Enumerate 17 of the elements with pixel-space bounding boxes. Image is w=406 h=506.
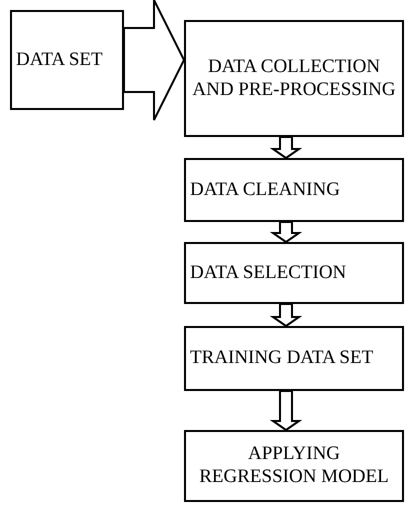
box-label: DATA SET [16,48,103,72]
process-box [184,242,404,304]
box-label: DATA CLEANING [190,178,340,202]
process-box [184,430,404,502]
process-box [10,10,124,110]
process-box [184,158,404,222]
box-label: DATA COLLECTION AND PRE-PROCESSING [191,56,397,102]
block-arrow [270,390,302,432]
box-label: TRAINING DATA SET [190,347,374,370]
block-arrow [123,0,186,121]
block-arrow [270,303,302,328]
block-arrow [270,136,302,160]
box-label: APPLYING REGRESSION MODEL [198,443,390,489]
process-box [184,20,404,137]
process-box [184,326,404,391]
box-label: DATA SELECTION [190,262,346,284]
block-arrow [270,221,302,244]
